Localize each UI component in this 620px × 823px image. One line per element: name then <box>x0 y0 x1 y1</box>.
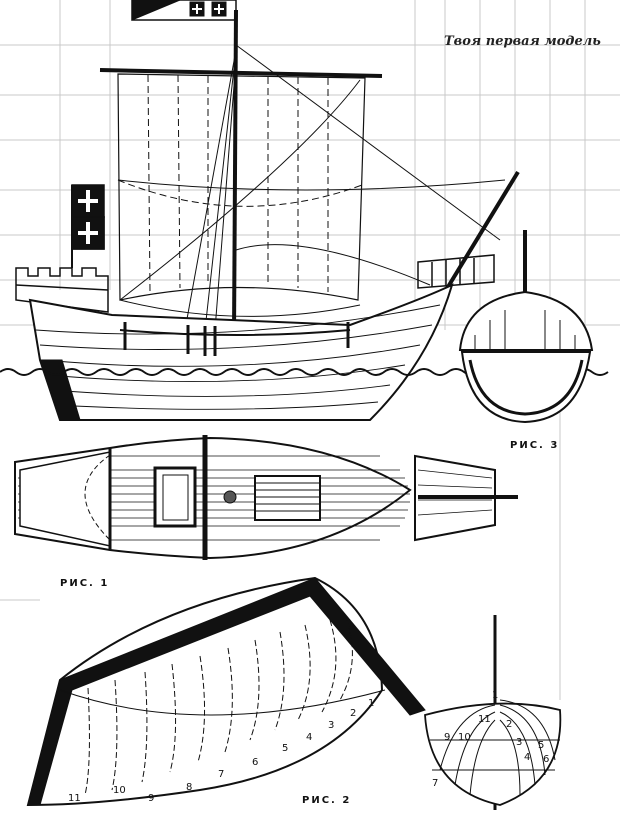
hull-frame-9: 9 <box>148 793 154 804</box>
hull-frame-2: 2 <box>350 708 356 719</box>
figure-3-label: РИС. 3 <box>510 440 560 451</box>
section-frame-3: 3 <box>516 737 522 748</box>
ship-side-view <box>0 0 609 421</box>
section-frame-4: 4 <box>524 752 530 763</box>
hull-frame-5: 5 <box>282 743 288 754</box>
section-frame-6: 6 <box>543 754 549 765</box>
hull-frame-3: 3 <box>328 720 334 731</box>
section-frame-5: 5 <box>538 740 544 751</box>
masthead-pennant <box>131 0 237 21</box>
bow-castle <box>417 254 495 289</box>
frame-lines <box>84 614 353 796</box>
deck-outline <box>14 436 412 560</box>
yard <box>99 68 383 78</box>
ship-plan-view <box>14 435 518 560</box>
page-title: Твоя первая модель <box>444 34 601 49</box>
section-frame-numbers: 1 2 3 4 5 6 7 9 10 11 <box>432 690 549 789</box>
stern-flag <box>71 184 105 268</box>
section-frame-10: 10 <box>458 732 471 743</box>
stanchions <box>123 322 350 356</box>
figure-1-label: РИС. 1 <box>60 578 110 589</box>
hull-frame-6: 6 <box>252 757 258 768</box>
hull-frame-numbers: 1 2 3 4 5 6 7 8 9 10 11 <box>68 698 374 804</box>
figure-2-label: РИС. 2 <box>302 795 352 806</box>
hull-frame-11: 11 <box>68 793 81 804</box>
hull-frame-8: 8 <box>186 782 192 793</box>
body-plan-section <box>424 615 562 810</box>
section-frame-11: 11 <box>478 714 491 725</box>
ship-hull <box>28 283 454 421</box>
section-frame-7: 7 <box>432 778 438 789</box>
hull-construction-view <box>26 576 426 807</box>
ship-front-view <box>458 230 594 424</box>
keel-stern <box>39 359 81 421</box>
hull-frame-10: 10 <box>113 785 126 796</box>
square-sail <box>117 73 366 301</box>
rigging <box>117 44 506 331</box>
section-frame-2: 2 <box>506 719 512 730</box>
section-frame-9: 9 <box>444 732 450 743</box>
hull-planking <box>35 304 441 410</box>
hull-frame-4: 4 <box>306 732 312 743</box>
section-frame-1: 1 <box>492 690 498 701</box>
hull-frame-7: 7 <box>218 769 224 780</box>
hull-frame-1: 1 <box>368 698 374 709</box>
bowsprit <box>438 170 520 302</box>
